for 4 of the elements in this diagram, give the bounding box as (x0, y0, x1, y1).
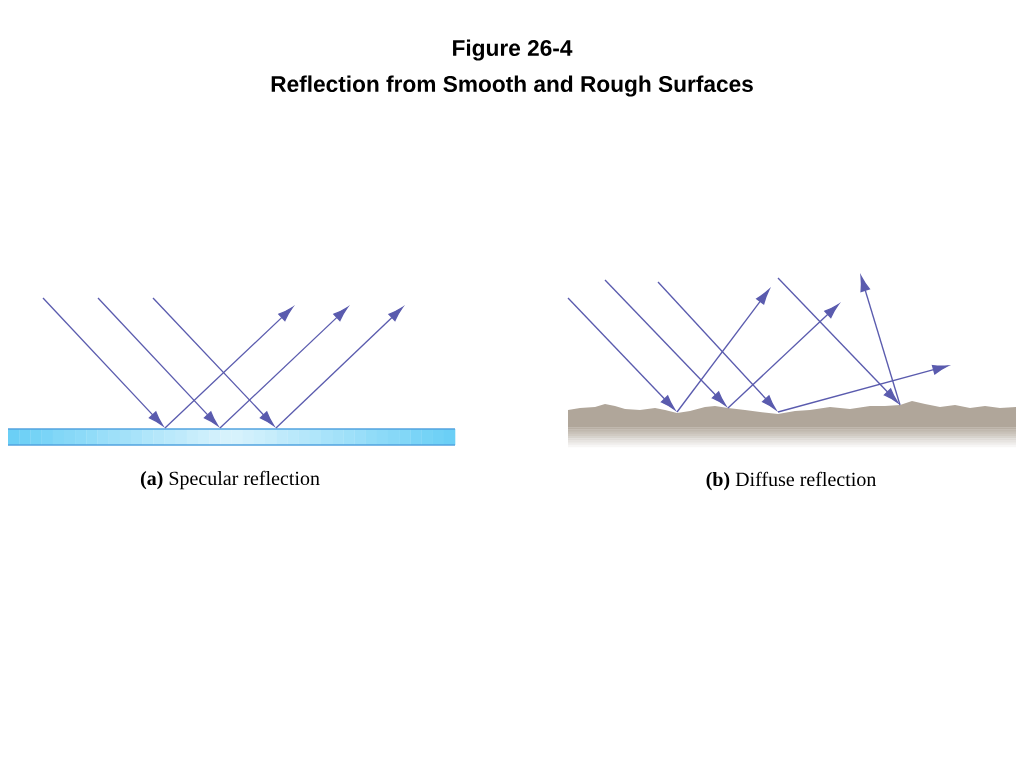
figure-title: Reflection from Smooth and Rough Surfaces (271, 75, 753, 97)
figure-title: Figure 26-4 (453, 39, 573, 61)
panel-caption: (b) Diffuse reflection (706, 471, 877, 491)
panel-caption: (a) Specular reflection (140, 470, 320, 490)
